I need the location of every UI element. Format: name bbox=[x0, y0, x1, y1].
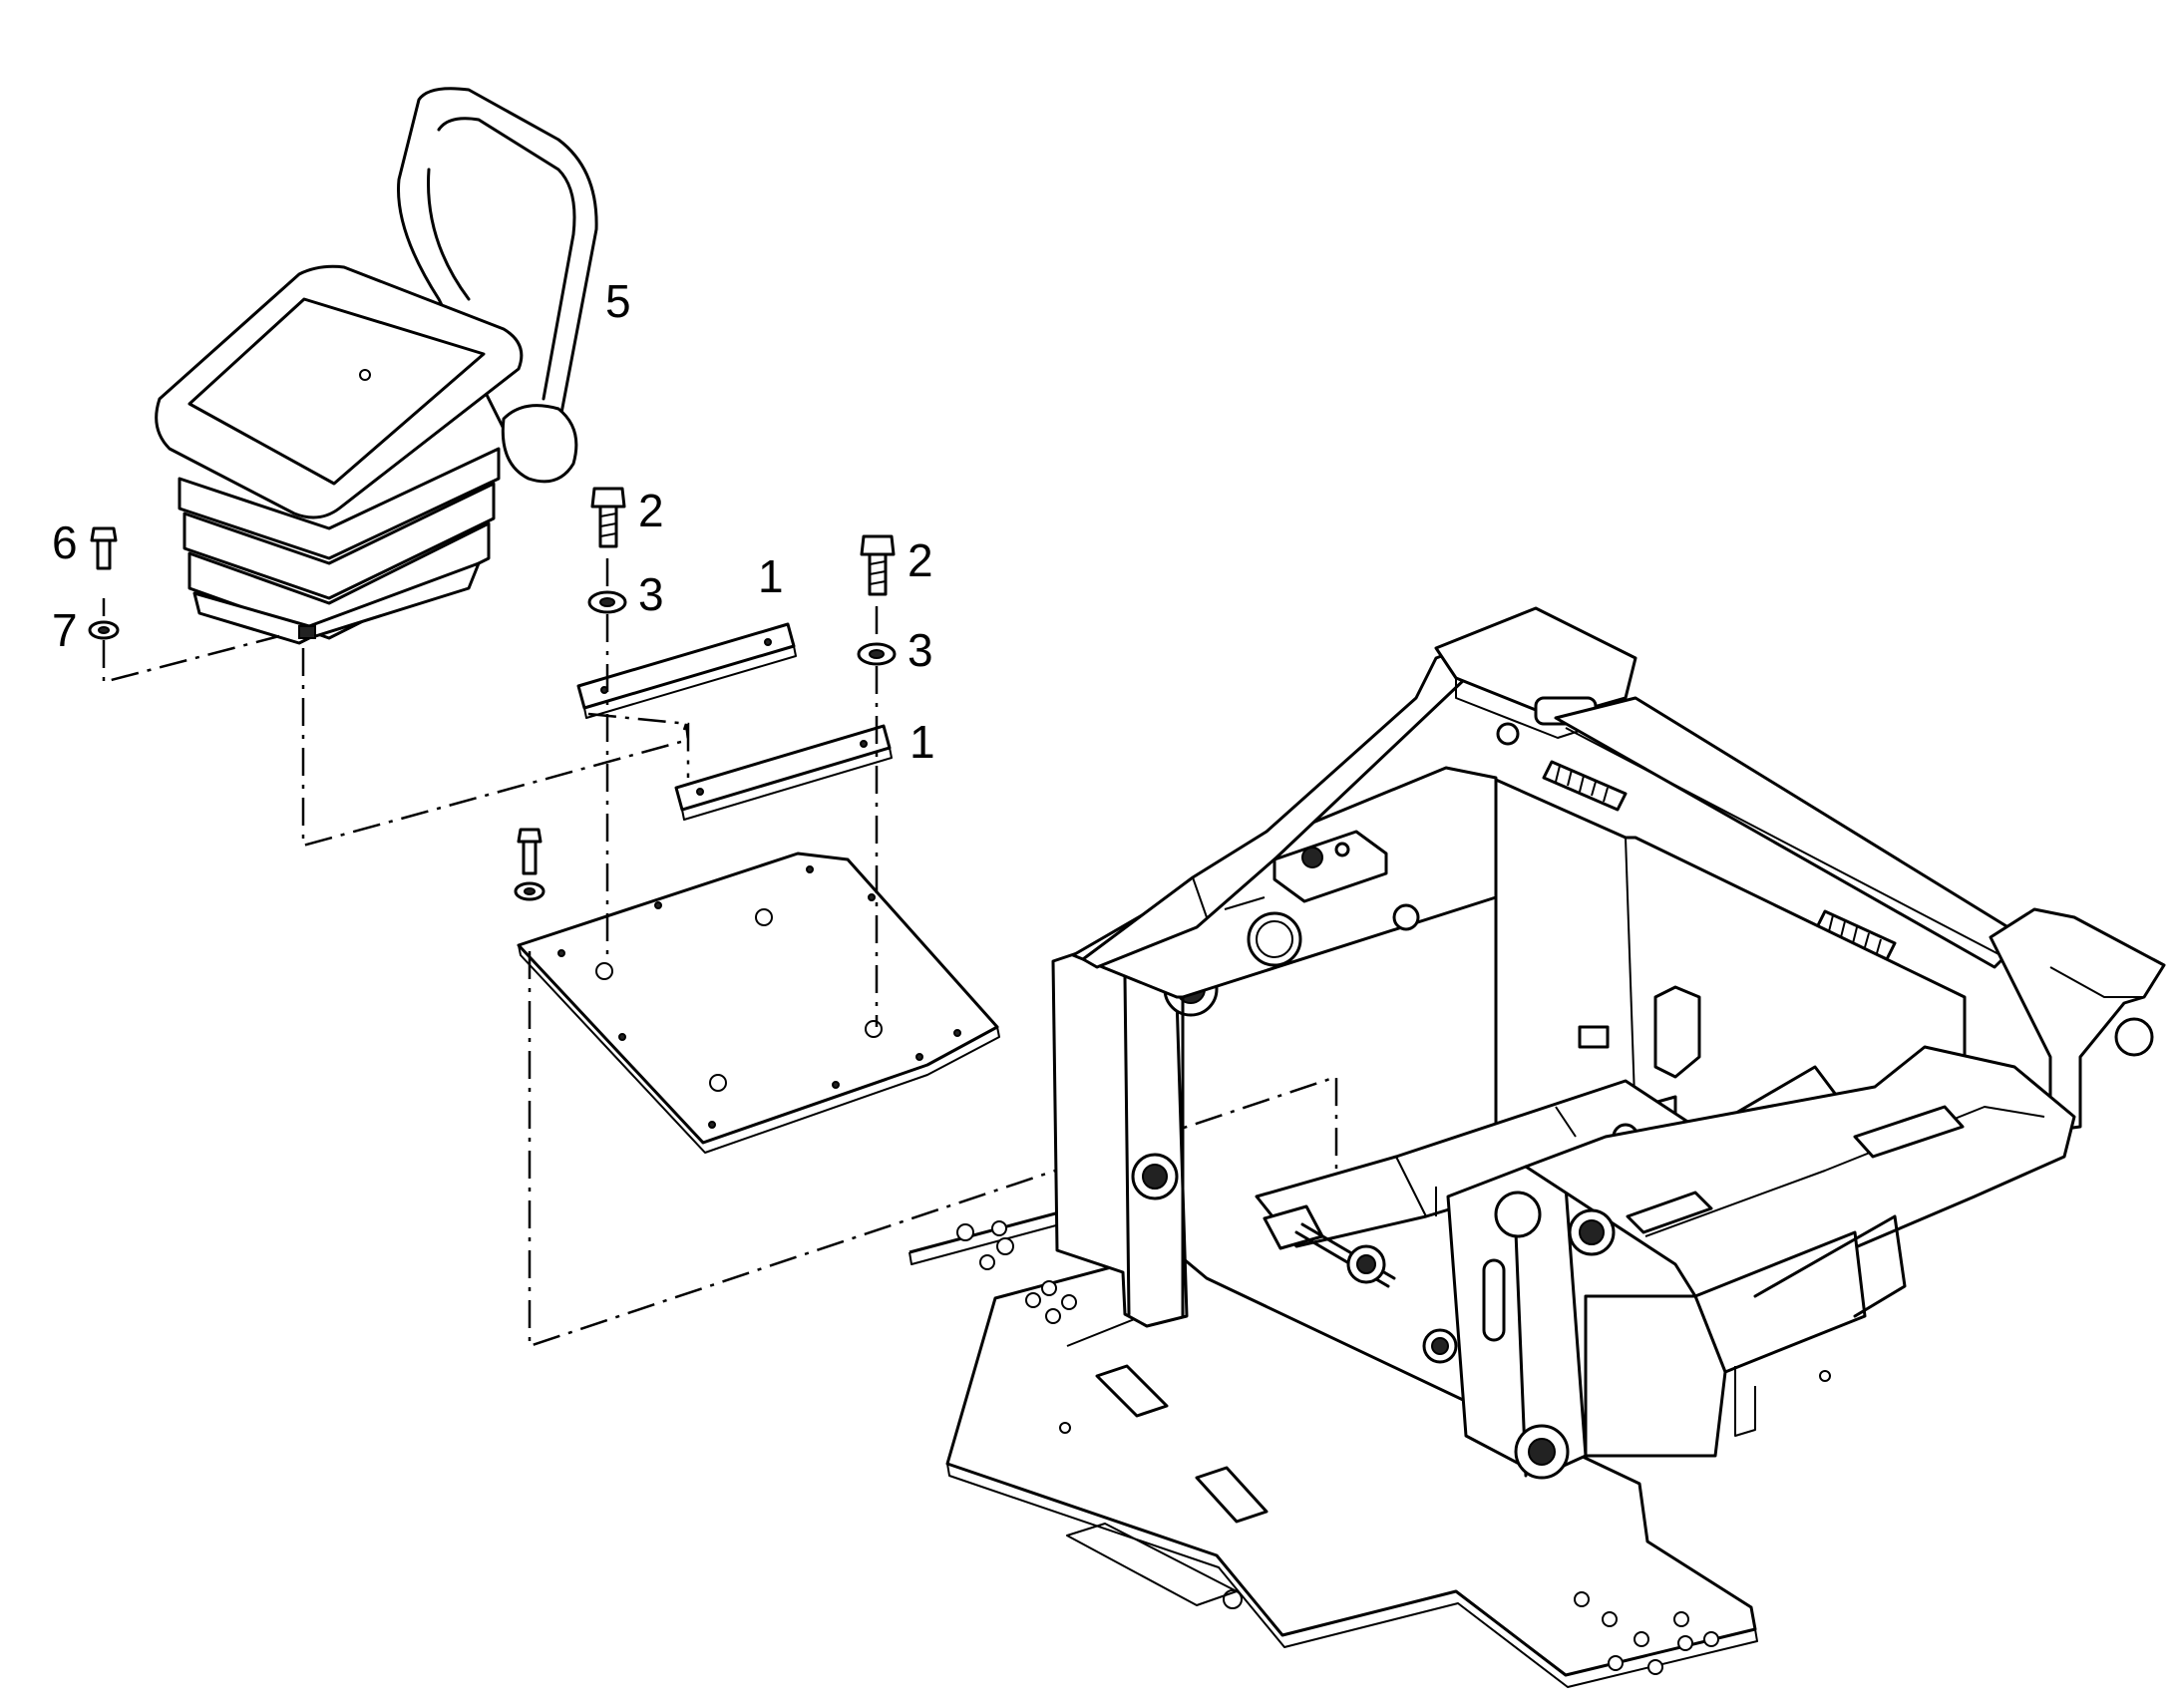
seat-mounting-plate bbox=[517, 852, 1000, 1154]
callout-1a: 1 bbox=[758, 550, 784, 602]
callout-2a: 2 bbox=[638, 485, 664, 536]
callout-2b: 2 bbox=[908, 534, 933, 586]
callout-7: 7 bbox=[52, 604, 78, 656]
bolt-6-icon bbox=[90, 526, 118, 570]
callout-3a: 3 bbox=[638, 568, 664, 620]
plate-bolt-icon bbox=[514, 828, 545, 901]
machine-frame bbox=[908, 606, 2166, 1688]
washer-3a-icon bbox=[587, 590, 627, 614]
washer-7-icon bbox=[88, 620, 120, 640]
bolt-2b-icon bbox=[860, 534, 896, 596]
strip-1a-icon bbox=[576, 622, 797, 719]
seat-assembly bbox=[155, 87, 598, 645]
bolt-2a-icon bbox=[590, 487, 626, 548]
callout-6: 6 bbox=[52, 516, 78, 568]
callout-1b: 1 bbox=[909, 716, 935, 768]
assembly-leader-lines bbox=[102, 558, 1338, 1348]
strip-1b-icon bbox=[674, 724, 893, 821]
callout-3b: 3 bbox=[908, 624, 933, 676]
callout-5: 5 bbox=[605, 275, 631, 327]
washer-3b-icon bbox=[857, 642, 897, 666]
